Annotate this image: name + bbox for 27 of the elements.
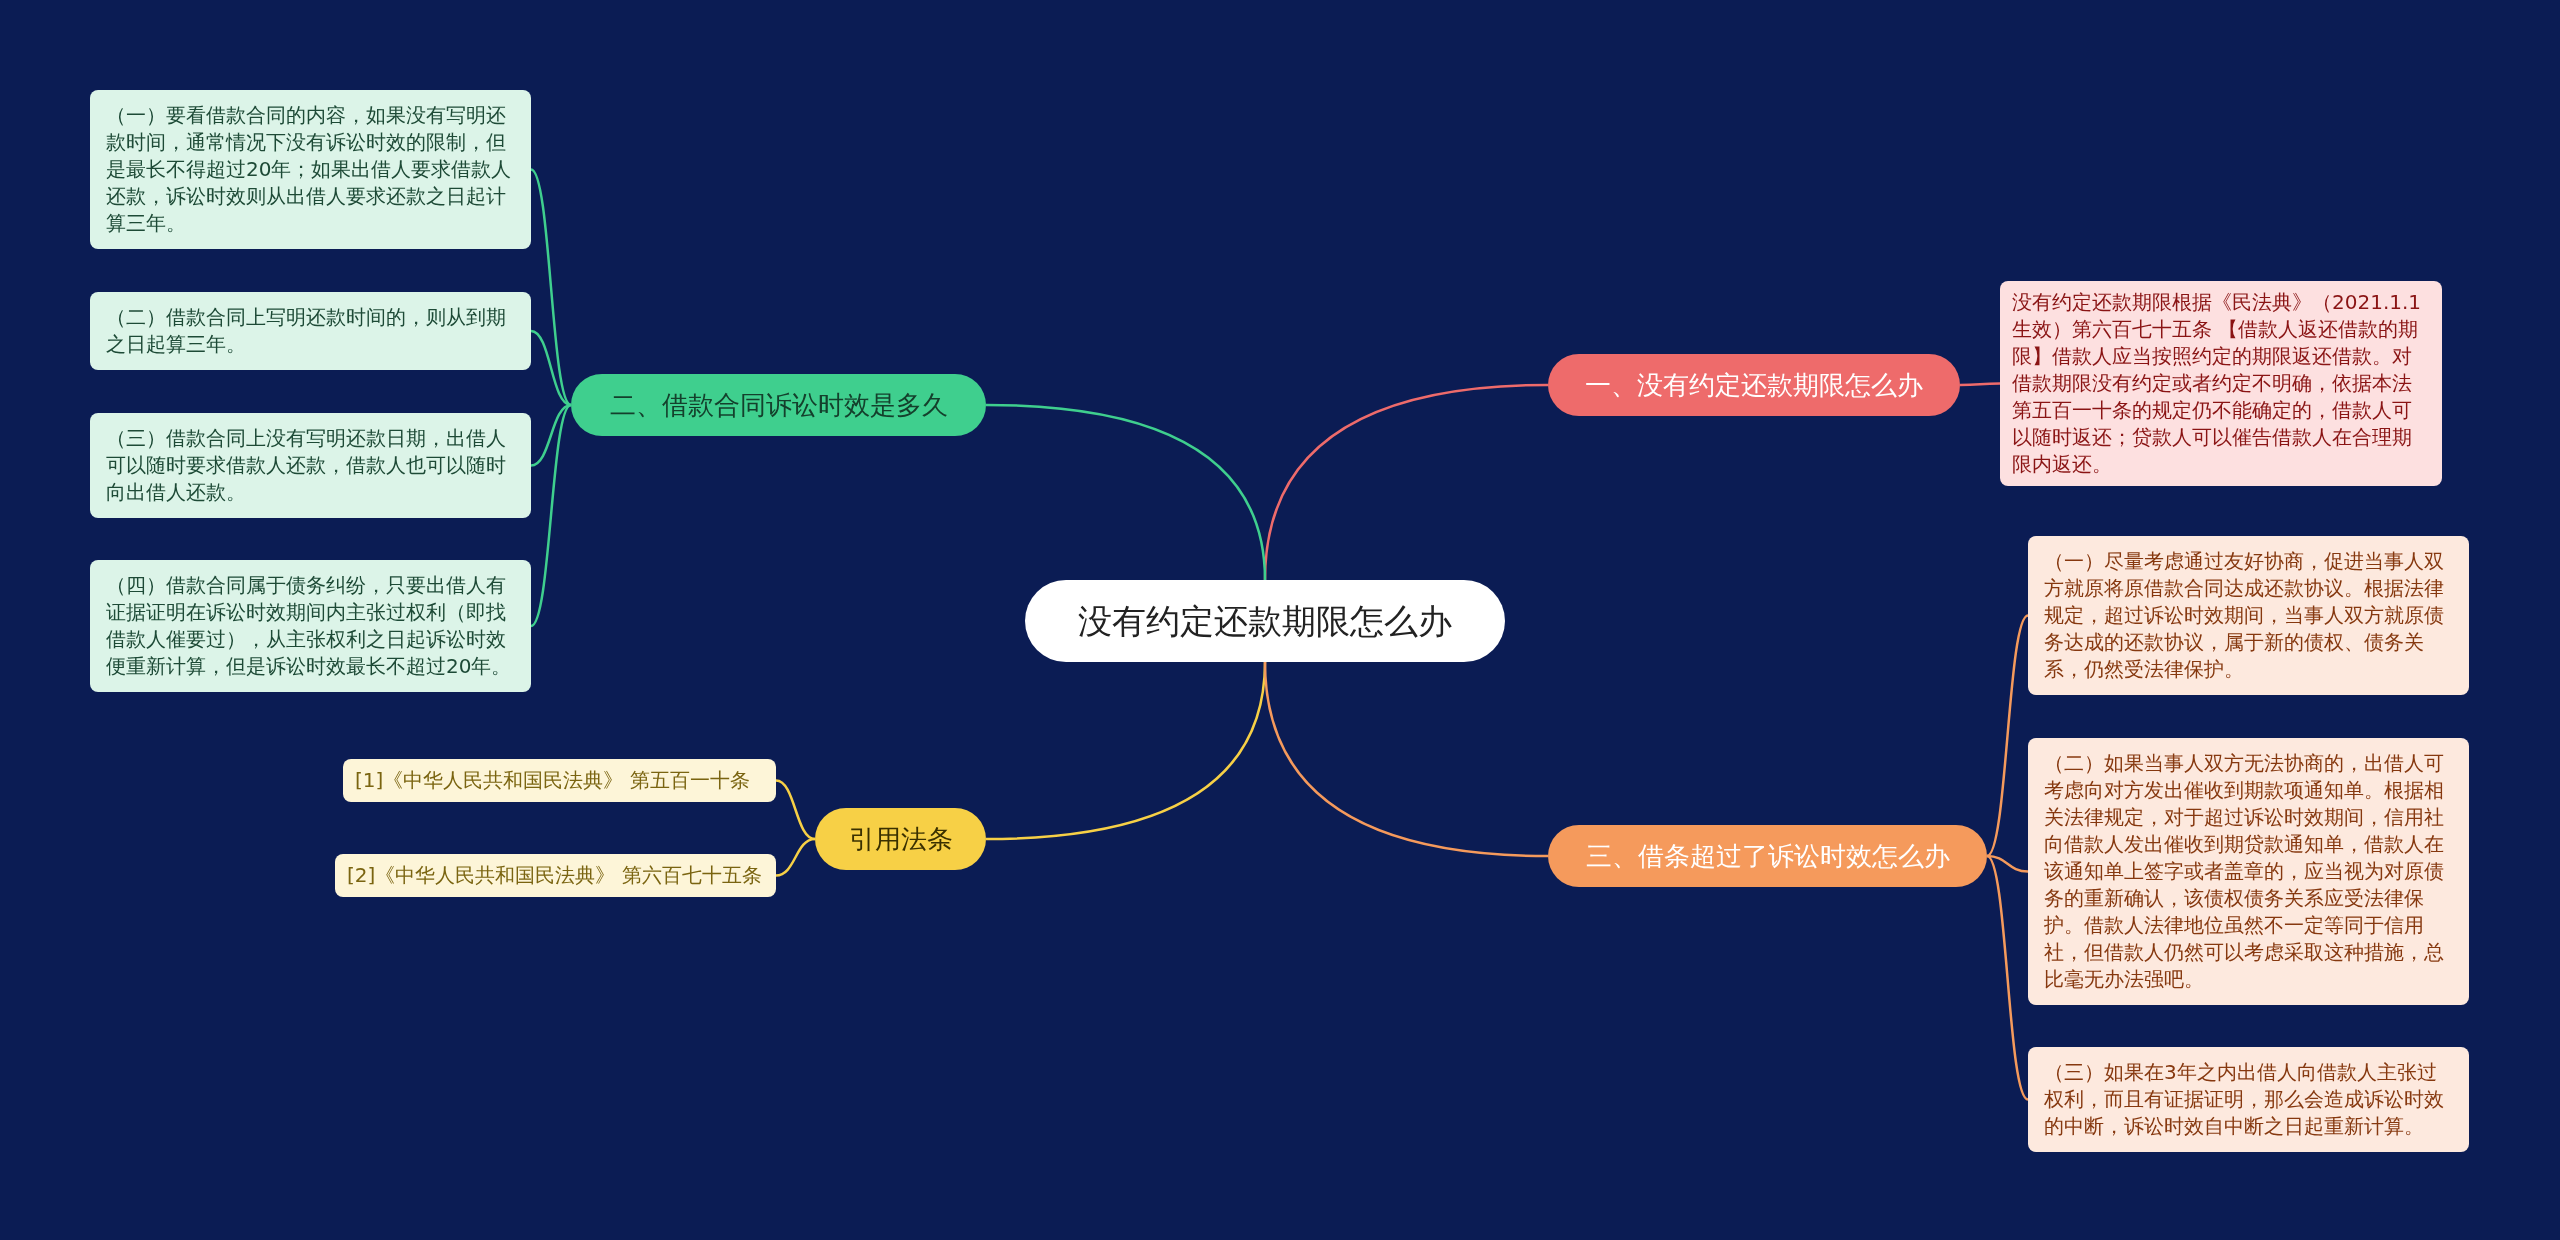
- connector-line: [530, 403, 572, 467]
- connector-line: [775, 837, 816, 877]
- connector-line: [775, 779, 816, 841]
- connector-line: [1986, 614, 2029, 857]
- note-card: （二）如果当事人双方无法协商的，出借人可考虑向对方发出催收到期款项通知单。根据相关法律规定，对于超过诉讼时效期间，信用社向借款人发出催收到期贷款通知单，借款人在该通知单上签字或者盖章的，应当视为对原债务的重新确认，该债权债务关系应受法律保护。借款人法律地位虽然不一定等同于信用社，但借款人仍然可以考虑采取这种措施，总比毫无办法强吧。: [2028, 738, 2469, 1005]
- note-card: （一）要看借款合同的内容，如果没有写明还款时间，通常情况下没有诉讼时效的限制，但是最长不得超过20年；如果出借人要求借款人还款，诉讼时效则从出借人要求还款之日起计算三年。: [90, 90, 531, 249]
- note-card: [2]《中华人民共和国民法典》 第六百七十五条: [335, 854, 776, 897]
- connector-line: [1986, 855, 2029, 1101]
- central-topic: 没有约定还款期限怎么办: [1025, 580, 1505, 662]
- connector-line: [530, 404, 572, 627]
- note-card: （四）借款合同属于债务纠纷，只要出借人有证据证明在诉讼时效期间内主张过权利（即找借款人催要过），从主张权利之日起诉讼时效便重新计算，但是诉讼时效最长不超过20年。: [90, 560, 531, 692]
- connector-line: [530, 329, 572, 407]
- branch-topic: 引用法条: [815, 808, 986, 870]
- connector-line: [530, 168, 572, 406]
- branch-topic: 二、借款合同诉讼时效是多久: [571, 374, 986, 436]
- note-card: （一）尽量考虑通过友好协商，促进当事人双方就原将原借款合同达成还款协议。根据法律规定，超过诉讼时效期间，当事人双方就原债务达成的还款协议，属于新的债权、债务关系，仍然受法律保护。: [2028, 536, 2469, 695]
- connector-line: [1960, 382, 2000, 387]
- note-card: 没有约定还款期限根据《民法典》（2021.1.1生效）第六百七十五条 【借款人返还借款的期限】借款人应当按照约定的期限返还借款。对借款期限没有约定或者约定不明确，依据本法第五百一十条的规定仍不能确定的，借款人可以随时返还；贷款人可以催告借款人在合理期限内返还。: [2000, 281, 2442, 486]
- note-card: （二）借款合同上写明还款时间的，则从到期之日起算三年。: [90, 292, 531, 370]
- note-card: （三）借款合同上没有写明还款日期，出借人可以随时要求借款人还款，借款人也可以随时向出借人还款。: [90, 413, 531, 518]
- note-card: [1]《中华人民共和国民法典》 第五百一十条: [343, 759, 776, 802]
- branch-topic: 三、借条超过了诉讼时效怎么办: [1548, 825, 1987, 887]
- connector-line: [985, 403, 1267, 581]
- branch-topic: 一、没有约定还款期限怎么办: [1548, 354, 1960, 416]
- note-card: （三）如果在3年之内出借人向借款人主张过权利，而且有证据证明，那么会造成诉讼时效的中断，诉讼时效自中断之日起重新计算。: [2028, 1047, 2469, 1152]
- connector-line: [1986, 854, 2029, 873]
- connector-line: [1263, 661, 1549, 858]
